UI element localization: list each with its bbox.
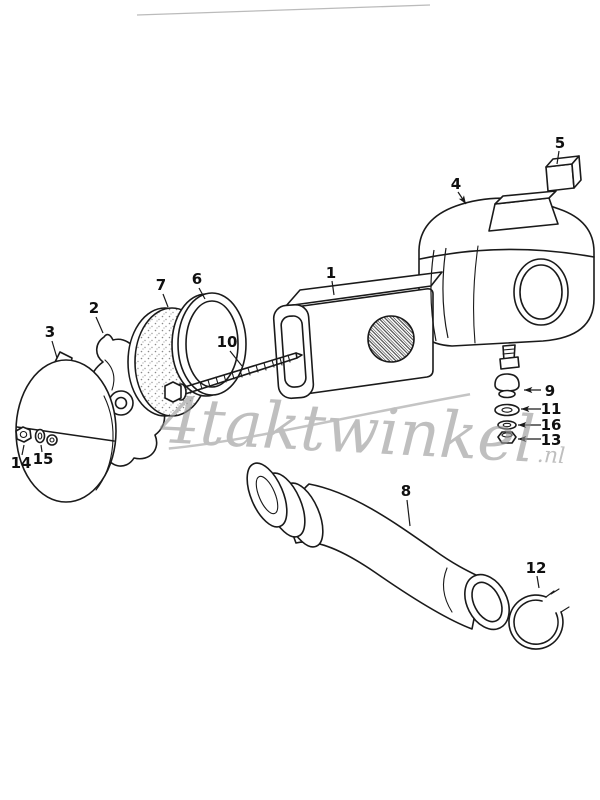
part-label-15: 15: [33, 450, 54, 468]
part-9-grommet: [494, 373, 520, 399]
part-label-13: 13: [541, 431, 562, 449]
part-label-2: 2: [89, 299, 99, 317]
watermark-flourish: [168, 393, 471, 450]
mesh-screen: [367, 315, 415, 363]
watermark-text: 4taktwinkel: [157, 384, 536, 478]
leader-3: [51, 340, 58, 359]
part-16-washer: [497, 420, 517, 430]
leader-12: [536, 575, 540, 589]
leader-4: [457, 191, 467, 205]
leader-10: [229, 350, 243, 367]
part-13-nut: [497, 431, 517, 444]
housing-collar: [430, 247, 449, 342]
part-11-washer: [494, 403, 520, 417]
duct-mouth: [272, 304, 315, 400]
leader-7: [162, 293, 169, 308]
drain-bolt: [499, 344, 520, 370]
leader-2: [95, 316, 104, 334]
part-12-band-clamp: [508, 588, 570, 650]
part-label-1: 1: [326, 264, 336, 282]
part-8-rubber-tube: [246, 462, 510, 631]
part-14-nut: [15, 426, 32, 443]
part-label-11: 11: [541, 400, 562, 418]
leader-14: [21, 444, 25, 456]
part-1-intake-duct: [272, 271, 443, 400]
part-label-12: 12: [526, 559, 547, 577]
part-10-bolt: [164, 352, 303, 403]
leader-1: [331, 280, 335, 296]
part-5-mounting-rubber: [545, 155, 582, 192]
leader-6: [198, 287, 206, 300]
watermark-suffix: .nl: [536, 443, 565, 469]
part-3-cover: [15, 351, 117, 503]
part-6-element-ring: [171, 292, 247, 397]
part-4-air-cleaner-housing: [418, 190, 595, 370]
part-label-5: 5: [555, 134, 565, 152]
part-label-3: 3: [45, 323, 55, 341]
part-label-4: 4: [451, 175, 461, 193]
part-label-6: 6: [192, 270, 202, 288]
part-label-8: 8: [401, 482, 411, 500]
part-label-7: 7: [156, 276, 166, 294]
part-label-16: 16: [541, 416, 562, 434]
scan-artifact-line: [136, 4, 431, 16]
leader-8: [406, 499, 411, 527]
leader-15: [40, 444, 43, 453]
part-label-10: 10: [217, 333, 238, 351]
leader-5: [556, 150, 560, 165]
part-label-14: 14: [11, 454, 32, 472]
part-label-9: 9: [545, 382, 555, 400]
part-labels: 1 2 3 4 5 6 7 8 9 10 11 12 13 14 15 16: [11, 134, 566, 577]
leader-lines: [21, 150, 560, 589]
part-15-washer: [34, 428, 46, 444]
